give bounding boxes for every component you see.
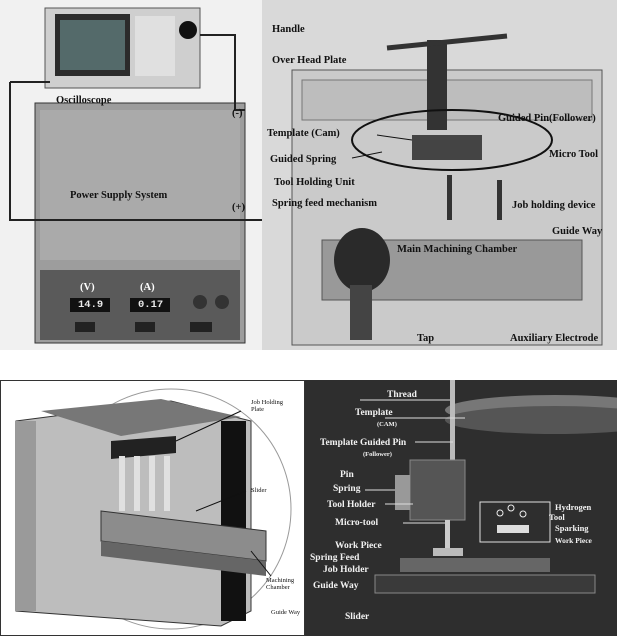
minus-terminal-label: (-) [232,108,243,119]
photo-closeup-panel: Thread Template (CAM) Template Guided Pi… [305,380,617,636]
guide-way-label: Guide Way [313,581,359,591]
volt-reading: 14.9 [78,299,103,311]
pin-label: Pin [340,470,354,480]
machining-chamber-label: Machining Chamber [266,577,304,591]
thread-label: Thread [387,390,417,400]
tool-label: Tool [549,512,565,522]
template-guided-pin-label: Template Guided Pin [320,438,406,448]
sparking-label: Sparking [555,523,589,533]
tap-label: Tap [417,333,434,344]
spring-feed-label: Spring Feed [310,553,359,563]
plus-terminal-label: (+) [232,202,245,213]
handle-label: Handle [272,24,305,35]
cad-guide-way-label: Guide Way [271,609,303,616]
power-supply-label: Power Supply System [70,190,167,201]
photo-machining-setup-panel: Handle Over Head Plate Template (Cam) Gu… [262,0,617,350]
template-label: Template [355,408,393,418]
main-chamber-label: Main Machining Chamber [397,244,517,255]
hydrogen-label: Hydrogen [555,502,591,512]
oscilloscope-label: Oscilloscope [56,95,111,106]
guide-way-label: Guide Way [552,226,602,237]
amp-label: (A) [140,282,155,293]
follower-sub-label: (Follower) [363,451,392,458]
overhead-plate-label: Over Head Plate [272,55,346,66]
spring-label: Spring [333,484,360,494]
template-cam-sub-label: (CAM) [377,421,397,428]
slider-label: Slider [251,487,296,494]
work-piece-label: Work Piece [335,541,382,551]
machining-setup-drawing [262,0,617,350]
job-holding-plate-label: Job Holding Plate [251,399,296,413]
job-holding-device-label: Job holding device [512,200,595,211]
cad-drawing [1,381,305,636]
sparking-work-piece-label: Work Piece [555,536,592,545]
amp-reading: 0.17 [138,299,163,311]
power-supply-drawing [0,0,262,350]
micro-tool-label: Micro Tool [549,149,598,160]
oscilloscope-knob [179,21,197,39]
spring-feed-label: Spring feed mechanism [272,198,377,209]
tool-holder-label: Tool Holder [327,500,375,510]
slider-label: Slider [345,612,369,622]
cad-model-panel: Job Holding Plate Slider Machining Chamb… [0,380,305,636]
photo-power-supply-panel: Oscilloscope Power Supply System (-) (+)… [0,0,262,350]
volt-label: (V) [80,282,95,293]
job-holder-label: Job Holder [323,565,369,575]
auxiliary-electrode-label: Auxiliary Electrode [510,333,598,344]
panel-separator [0,350,617,380]
tool-holding-unit-label: Tool Holding Unit [274,177,355,188]
micro-tool-label: Micro-tool [335,518,378,528]
guided-spring-label: Guided Spring [270,154,336,165]
guided-pin-label: Guided Pin(Follower) [498,113,596,124]
template-cam-label: Template (Cam) [267,128,340,139]
